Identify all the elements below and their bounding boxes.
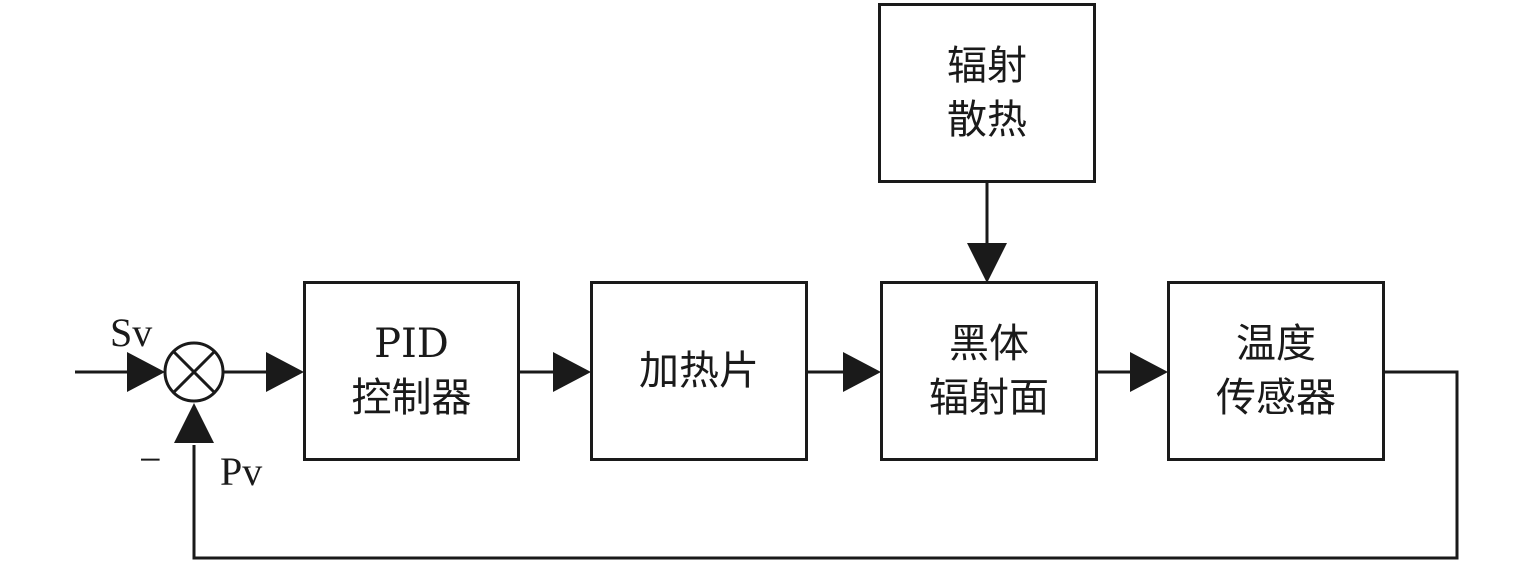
radiation-line1: 辐射 [947,43,1027,89]
minus-sign: − [139,437,162,482]
arrowhead-into-blackbody [843,352,881,392]
sensor-line2: 传感器 [1216,375,1336,421]
radiation-line2: 散热 [947,97,1027,143]
blackbody-surface-block: 黑体 辐射面 [880,281,1098,461]
radiation-cooling-block: 辐射 散热 [878,3,1096,183]
sensor-line1: 温度 [1236,321,1316,367]
feedback-line [192,370,1459,560]
arrowhead-into-pid [266,352,304,392]
pid-controller-block: PID 控制器 [303,281,520,461]
blackbody-line1: 黑体 [949,321,1029,367]
heater-block: 加热片 [590,281,808,461]
temperature-sensor-block: 温度 传感器 [1167,281,1385,461]
heater-label: 加热片 [639,348,759,394]
summing-cross-2 [172,350,216,394]
blackbody-line2: 辐射面 [929,375,1049,421]
arrowhead-into-sensor [1130,352,1168,392]
arrowhead-into-heater [553,352,591,392]
pid-controller-line1: PID [374,321,449,367]
pid-controller-line2: 控制器 [351,375,472,421]
feedback-label: Pv [220,449,263,494]
setpoint-label: Sv [110,310,153,355]
arrowhead-into-summing [127,352,165,392]
arrowhead-feedback-into-summing [174,403,214,443]
arrowhead-radiation-into-blackbody [967,243,1007,283]
